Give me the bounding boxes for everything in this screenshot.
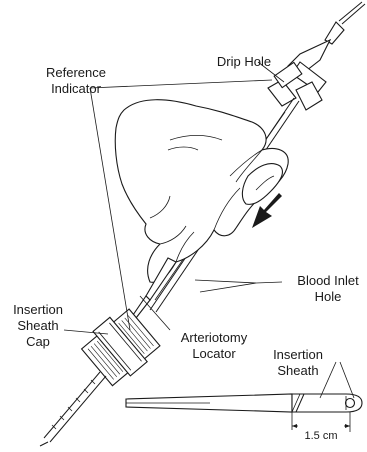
svg-text:Cap: Cap <box>26 334 50 349</box>
label-blood-inlet-hole: Blood Inlet Hole <box>297 273 359 304</box>
svg-text:Blood Inlet: Blood Inlet <box>297 273 359 288</box>
insertion-sheath-cap <box>78 304 163 388</box>
svg-text:Locator: Locator <box>192 346 236 361</box>
label-insertion-sheath: Insertion Sheath <box>273 347 323 378</box>
svg-text:Insertion: Insertion <box>13 302 63 317</box>
label-insertion-sheath-cap: Insertion Sheath Cap <box>13 302 63 349</box>
locator-tip-detail <box>126 394 362 412</box>
svg-text:Hole: Hole <box>315 289 342 304</box>
svg-text:Sheath: Sheath <box>17 318 58 333</box>
locator-hub <box>268 2 365 110</box>
hand-illustration <box>115 100 288 283</box>
svg-text:Arteriotomy: Arteriotomy <box>181 330 248 345</box>
dimension-label: 1.5 cm <box>304 430 337 442</box>
svg-text:Indicator: Indicator <box>51 81 102 96</box>
insertion-sheath-body <box>40 372 106 446</box>
svg-text:Insertion: Insertion <box>273 347 323 362</box>
label-drip-hole: Drip Hole <box>217 54 271 69</box>
dimension-marker: 1.5 cm <box>292 412 350 442</box>
label-arteriotomy-locator: Arteriotomy Locator <box>181 330 248 361</box>
svg-text:Sheath: Sheath <box>277 363 318 378</box>
svg-text:Reference: Reference <box>46 65 106 80</box>
label-reference-indicator: Reference Indicator <box>46 65 106 96</box>
